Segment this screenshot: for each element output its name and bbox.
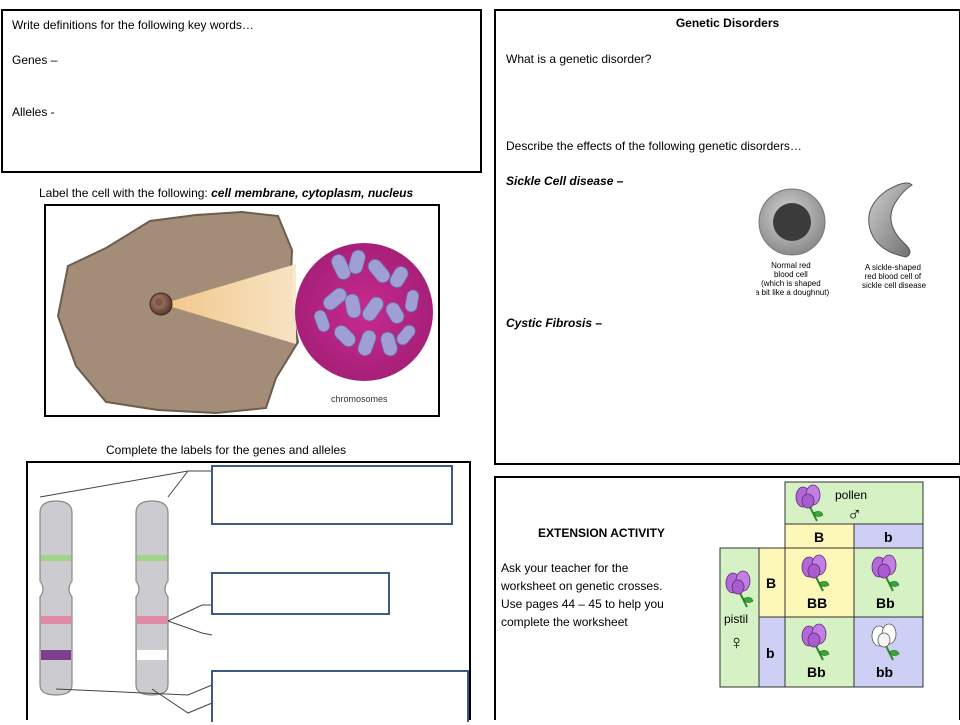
- cell-BB: BB: [807, 595, 827, 611]
- cell-diagram: chromosomes: [56, 210, 433, 415]
- sickle-red-blood-cell: [868, 182, 913, 258]
- male-symbol: ♂: [847, 504, 862, 526]
- extension-line-2: worksheet on genetic crosses.: [501, 579, 663, 593]
- cell-instruction: Label the cell with the following: cell …: [39, 186, 413, 200]
- punnett-square: pollen ♂ B b pistil ♀ B b BB Bb Bb bb: [719, 481, 924, 688]
- cystic-fibrosis-heading: Cystic Fibrosis –: [506, 316, 603, 330]
- label-box-alleles[interactable]: [211, 670, 469, 722]
- cell-Bb-top: Bb: [876, 595, 895, 611]
- pollen-label: pollen: [835, 488, 867, 502]
- blood-cells-illustration: Normal red blood cell (which is shaped a…: [756, 182, 927, 297]
- disorders-title: Genetic Disorders: [675, 16, 780, 30]
- pointer-lines: [39, 470, 213, 714]
- cell-bb: bb: [876, 664, 893, 680]
- top-allele-b: b: [884, 529, 893, 545]
- sickle-cell-heading: Sickle Cell disease –: [506, 174, 624, 188]
- cell-membrane: [56, 210, 300, 415]
- disorder-question: What is a genetic disorder?: [506, 52, 652, 66]
- chromosome-diagram: [39, 470, 213, 714]
- extension-box: EXTENSION ACTIVITY Ask your teacher for …: [494, 476, 960, 720]
- disorders-box: Genetic Disorders What is a genetic diso…: [494, 9, 960, 465]
- sickle-cell-caption: A sickle-shaped red blood cell of sickle…: [862, 263, 927, 290]
- chromosome-right: [135, 500, 169, 696]
- extension-title: EXTENSION ACTIVITY: [538, 526, 665, 540]
- zoom-label: chromosomes: [331, 394, 388, 404]
- chromosome-left: [39, 500, 73, 696]
- genes-label: Genes –: [12, 53, 58, 67]
- cell-instruction-text: Label the cell with the following:: [39, 186, 212, 200]
- female-symbol: ♀: [729, 632, 744, 654]
- label-box-middle[interactable]: [211, 572, 390, 615]
- chromosome-cluster: [313, 249, 420, 357]
- zoom-beam: [162, 264, 296, 344]
- disorders-describe: Describe the effects of the following ge…: [506, 139, 802, 153]
- keywords-box: Write definitions for the following key …: [1, 9, 482, 173]
- genes-alleles-instruction: Complete the labels for the genes and al…: [106, 443, 347, 457]
- extension-line-4: complete the worksheet: [501, 615, 628, 629]
- extension-line-3: Use pages 44 – 45 to help you: [501, 597, 664, 611]
- label-box-genes[interactable]: [211, 465, 453, 525]
- cell-Bb-bottom: Bb: [807, 664, 826, 680]
- side-allele-B: B: [766, 575, 776, 591]
- chromosome-box: [26, 461, 471, 722]
- normal-cell-caption: Normal red blood cell (which is shaped a…: [756, 261, 829, 297]
- side-allele-b: b: [766, 645, 775, 661]
- extension-line-1: Ask your teacher for the: [501, 561, 629, 575]
- cell-diagram-box: chromosomes: [44, 204, 440, 417]
- top-allele-B: B: [814, 529, 824, 545]
- pistil-label: pistil: [724, 612, 748, 626]
- keywords-prompt: Write definitions for the following key …: [12, 18, 254, 32]
- alleles-label: Alleles -: [12, 105, 55, 119]
- cell-instruction-terms: cell membrane, cytoplasm, nucleus: [211, 186, 414, 200]
